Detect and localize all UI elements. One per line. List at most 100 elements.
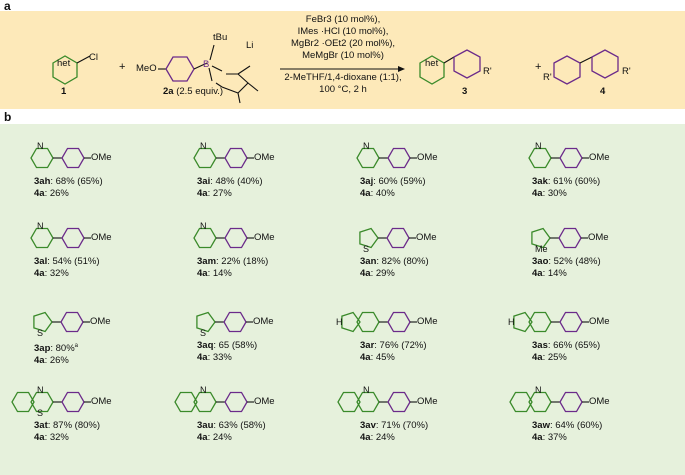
reactant-1-label: 1 <box>61 86 67 97</box>
yield-label-3an: 3an: 82% (80%)4a: 29% <box>360 256 429 279</box>
anisyl-ring-3ar <box>387 311 411 333</box>
ome-label-3ao: OMe <box>588 232 609 243</box>
yield-label-3as: 3as: 66% (65%)4a: 25% <box>532 340 601 363</box>
fused-ring-3at <box>11 391 35 413</box>
anisyl-ring-3aq <box>223 311 247 333</box>
anisyl-ring-3al <box>61 227 85 249</box>
product-3-structure <box>419 49 481 85</box>
anisyl-ring-3aj <box>387 147 411 169</box>
s-atom-3ap: S <box>37 328 44 338</box>
reaction-arrow <box>280 66 405 72</box>
n-atom-3av: N <box>363 385 370 395</box>
n-atom-3aw: N <box>535 385 542 395</box>
ome-label-3aq: OMe <box>253 316 274 327</box>
byproduct-4-structure <box>553 49 619 85</box>
heteroaryl-ring-3at <box>30 391 54 413</box>
anisyl-ring-3ap <box>60 311 84 333</box>
n-atom-3ah: N <box>37 141 44 151</box>
ome-label-3al: OMe <box>91 232 112 243</box>
product-r-label: R' <box>483 66 492 77</box>
nh-atom-3as: H <box>508 317 515 327</box>
yield-label-3ak: 3ak: 61% (60%)4a: 30% <box>532 176 601 199</box>
ome-label-3as: OMe <box>589 316 610 327</box>
byproduct-r1-label: R' <box>543 72 552 83</box>
heteroaryl-ring-3ak <box>528 147 552 169</box>
n-atom-3al: N <box>37 221 44 231</box>
fused-ring-3ar <box>341 311 361 333</box>
heteroaryl-ring-3ar <box>356 311 380 333</box>
product-3-label: 3 <box>462 86 468 97</box>
panel-a-scheme <box>0 11 685 109</box>
byproduct-4-label: 4 <box>600 86 606 97</box>
s-atom-3aq: S <box>200 328 207 338</box>
anisyl-ring-3ak <box>559 147 583 169</box>
heteroaryl-ring-3ah <box>30 147 54 169</box>
ome-label-3ak: OMe <box>589 152 610 163</box>
anisyl-ring-3av <box>387 391 411 413</box>
yield-label-3al: 3al: 54% (51%)4a: 32% <box>34 256 100 279</box>
yield-label-3ah: 3ah: 68% (65%)4a: 26% <box>34 176 103 199</box>
heteroaryl-ring-3ao <box>531 227 551 249</box>
ome-label-3ah: OMe <box>91 152 112 163</box>
ome-label-3am: OMe <box>254 232 275 243</box>
yield-label-3ao: 3ao: 52% (48%)4a: 14% <box>532 256 601 279</box>
panel-b-letter: b <box>4 110 12 124</box>
anisyl-ring-3an <box>386 227 410 249</box>
heteroaryl-ring-3am <box>193 227 217 249</box>
n-atom-3ak: N <box>535 141 542 151</box>
heteroaryl-ring-3aw <box>528 391 552 413</box>
heteroaryl-ring-3ap <box>33 311 53 333</box>
reactant-1-structure <box>52 55 91 85</box>
reagent-li-label: Li <box>246 40 254 51</box>
anisyl-ring-3au <box>224 391 248 413</box>
product-het-label: het <box>425 58 439 69</box>
reagent-tbu-label: tBu <box>213 32 228 43</box>
anisyl-ring-3ao <box>558 227 582 249</box>
anisyl-ring-3as <box>559 311 583 333</box>
anisyl-ring-3am <box>224 227 248 249</box>
ome-label-3ar: OMe <box>417 316 438 327</box>
yield-label-3am: 3am: 22% (18%)4a: 14% <box>197 256 269 279</box>
ome-label-3an: OMe <box>416 232 437 243</box>
me-group-3ao: Me <box>535 244 548 254</box>
plus-sign-2: + <box>535 61 542 73</box>
heteroaryl-ring-3ai <box>193 147 217 169</box>
yield-label-3ar: 3ar: 76% (72%)4a: 45% <box>360 340 427 363</box>
ome-label-3ap: OMe <box>90 316 111 327</box>
panel-b-substrate-scope <box>0 124 685 475</box>
n-atom-3at: N <box>37 385 44 395</box>
s-atom-3at: S <box>37 408 44 418</box>
heteroaryl-ring-3au <box>193 391 217 413</box>
byproduct-r2-label: R' <box>622 66 631 77</box>
yield-label-3aq: 3aq: 65 (58%)4a: 33% <box>197 340 258 363</box>
n-atom-3am: N <box>200 221 207 231</box>
ome-label-3av: OMe <box>417 396 438 407</box>
reaction-conditions-above: FeBr3 (10 mol%), IMes ·HCl (10 mol%), Mg… <box>291 14 395 61</box>
nh-atom-3ar: H <box>336 317 343 327</box>
heteroaryl-ring-3av <box>356 391 380 413</box>
reaction-conditions-below: 2-MeTHF/1,4-dioxane (1:1), 100 °C, 2 h <box>284 72 402 95</box>
panel-a-letter: a <box>4 0 11 13</box>
heteroaryl-ring-3al <box>30 227 54 249</box>
scheme-svg <box>52 44 619 104</box>
reagent-boron-label: B <box>203 59 210 70</box>
anisyl-ring-3at <box>61 391 85 413</box>
yield-label-3ai: 3ai: 48% (40%)4a: 27% <box>197 176 263 199</box>
reactant-1-cl-label: Cl <box>89 52 98 63</box>
fused-ring-3aw <box>509 391 533 413</box>
anisyl-ring-3ah <box>61 147 85 169</box>
ome-label-3aj: OMe <box>417 152 438 163</box>
s-atom-3an: S <box>363 244 370 254</box>
reagent-2a-structure <box>158 44 259 104</box>
plus-sign-1: + <box>119 61 126 73</box>
ome-label-3at: OMe <box>91 396 112 407</box>
heteroaryl-ring-3aq <box>196 311 216 333</box>
heteroaryl-ring-3an <box>359 227 379 249</box>
yield-label-3av: 3av: 71% (70%)4a: 24% <box>360 420 429 443</box>
yield-label-3at: 3at: 87% (80%)4a: 32% <box>34 420 101 443</box>
fused-ring-3av <box>337 391 361 413</box>
n-atom-3aj: N <box>363 141 370 151</box>
